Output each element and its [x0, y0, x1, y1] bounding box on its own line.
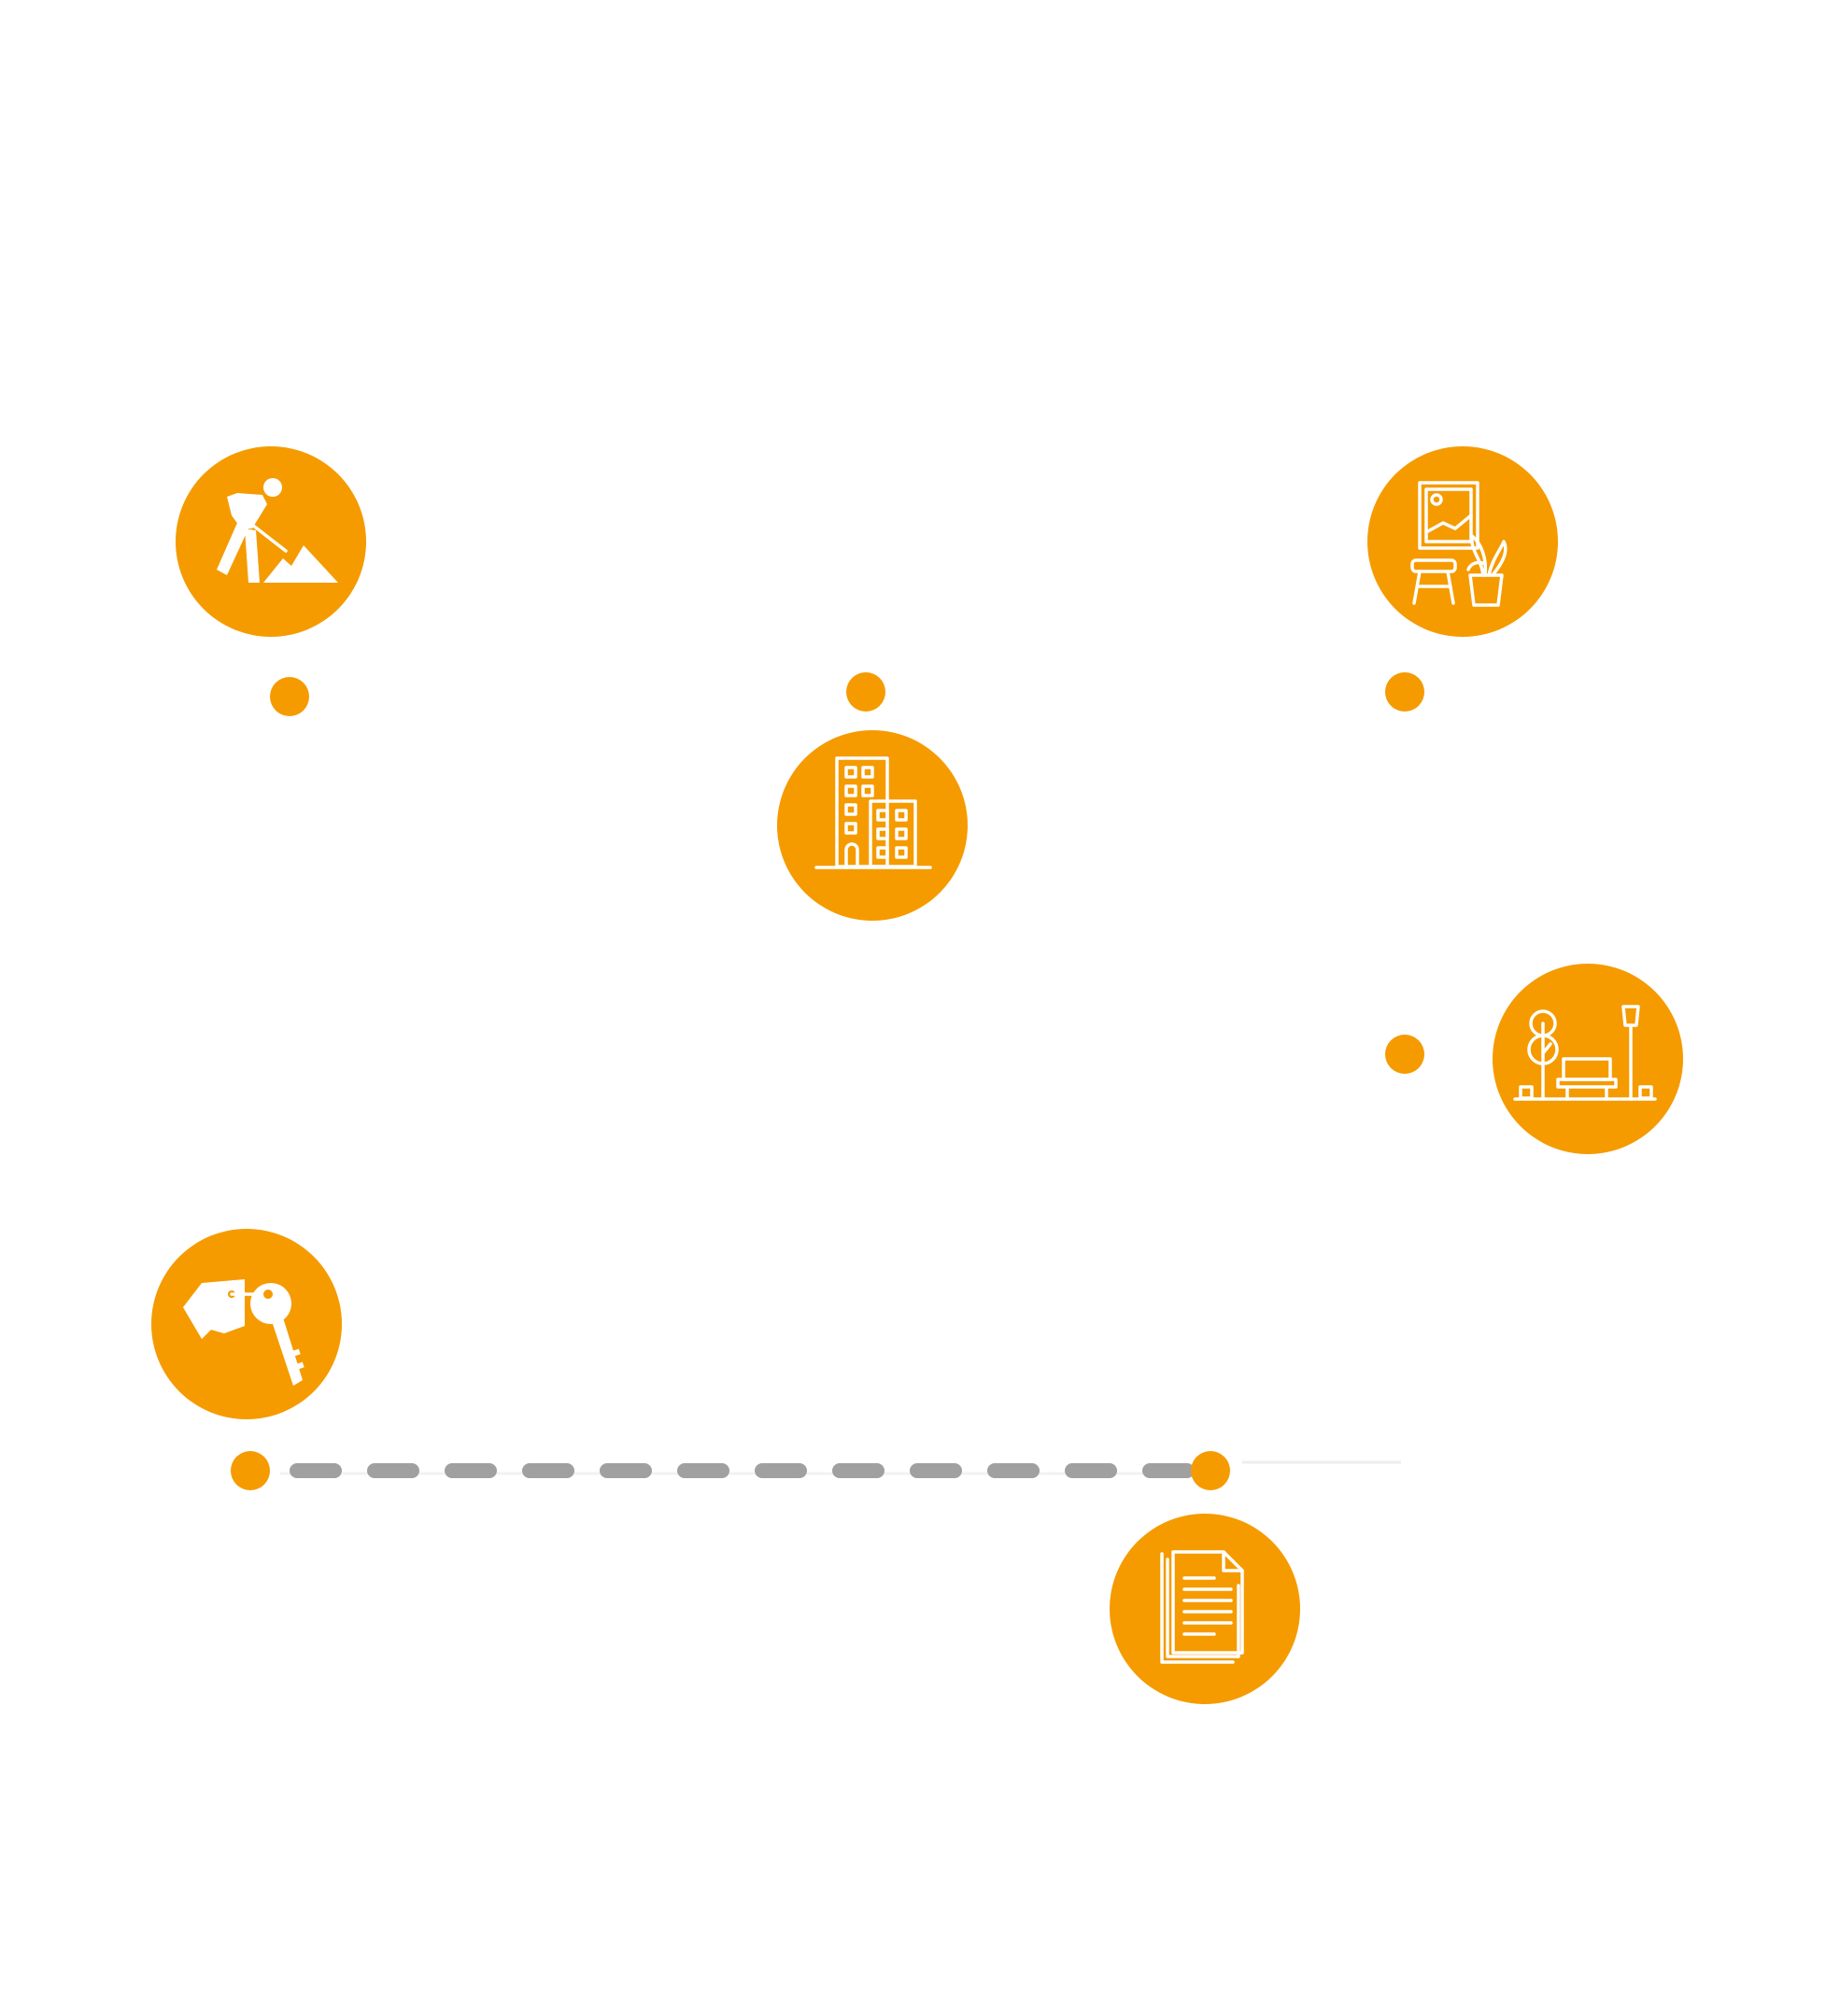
park-landscaping-icon	[1493, 964, 1683, 1154]
node-dot	[1385, 672, 1424, 712]
apartment-building-icon	[777, 730, 968, 921]
house-keys-icon	[151, 1229, 342, 1419]
node-dot	[270, 677, 309, 716]
node-dot	[846, 672, 885, 712]
documents-icon	[1110, 1514, 1300, 1704]
node-dot	[1191, 1451, 1230, 1490]
node-dot	[231, 1451, 270, 1490]
node-dot	[1385, 1035, 1424, 1074]
construction-worker-icon	[176, 446, 366, 637]
interior-furnishing-icon	[1367, 446, 1558, 637]
